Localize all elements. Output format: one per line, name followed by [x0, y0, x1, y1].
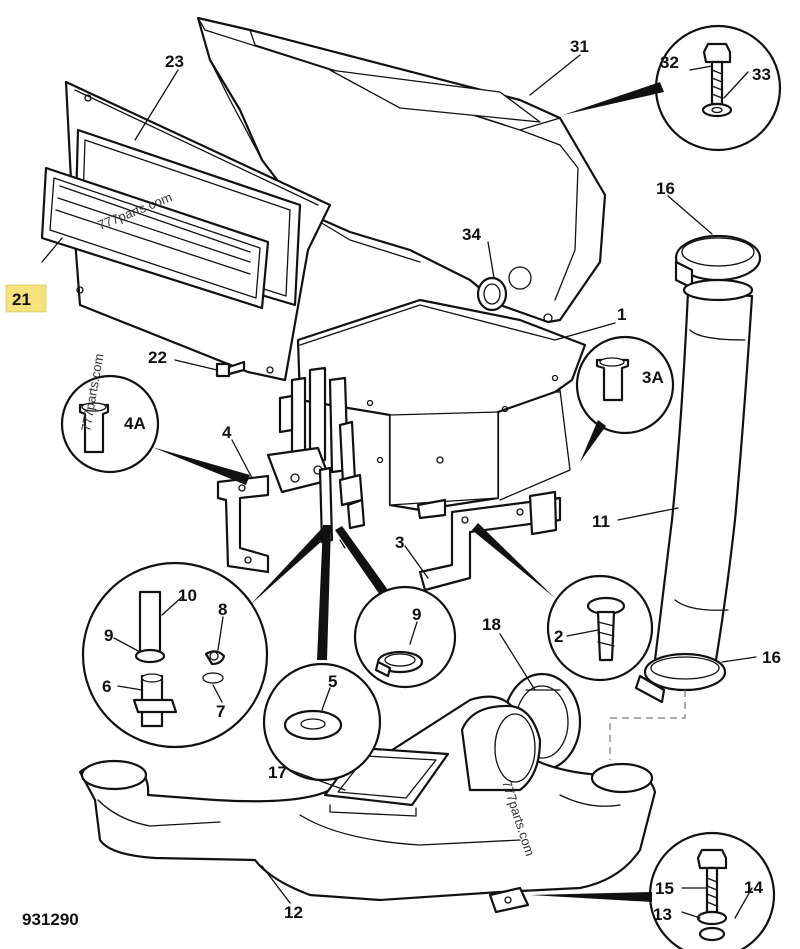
callout-16-top[interactable]: 16 — [656, 179, 675, 198]
callout-32[interactable]: 32 — [660, 53, 679, 72]
detail-arrow-9 — [335, 526, 388, 595]
grommet-part-34 — [469, 276, 508, 312]
detail-circle-bolt-13-15 — [648, 831, 776, 949]
callout-16-bottom[interactable]: 16 — [762, 648, 781, 667]
housing-cover-part-31 — [196, 16, 607, 324]
screw-part-22 — [215, 360, 246, 378]
callout-34[interactable]: 34 — [462, 225, 481, 244]
callout-15[interactable]: 15 — [655, 879, 674, 898]
callout-3a[interactable]: 3A — [642, 368, 664, 387]
hose-clamp-part-16-bottom — [634, 652, 727, 704]
callout-33[interactable]: 33 — [752, 65, 771, 84]
detail-circle-clamp-9 — [353, 585, 457, 689]
heater-valve-assembly — [266, 366, 366, 549]
detail-arrow-2 — [472, 523, 555, 598]
detail-circle-fitting-6-10 — [81, 561, 269, 749]
hose-part-11 — [653, 290, 754, 668]
callout-3[interactable]: 3 — [395, 533, 404, 552]
callout-4a[interactable]: 4A — [124, 414, 146, 433]
hose-clamp-part-16-top — [674, 234, 762, 302]
callout-23[interactable]: 23 — [165, 52, 184, 71]
callout-5[interactable]: 5 — [328, 672, 337, 691]
detail-arrow-31 — [563, 82, 664, 115]
figure-id: 931290 — [22, 910, 79, 929]
callout-4[interactable]: 4 — [222, 423, 232, 442]
callout-11[interactable]: 11 — [592, 512, 610, 531]
callout-12[interactable]: 12 — [284, 903, 303, 922]
callout-2[interactable]: 2 — [554, 627, 563, 646]
callout-22[interactable]: 22 — [148, 348, 167, 367]
detail-circle-bolt-32-33 — [654, 24, 782, 152]
callout-9-right[interactable]: 9 — [412, 605, 421, 624]
callout-14[interactable]: 14 — [744, 878, 763, 897]
detail-circle-grommet-5 — [262, 662, 382, 782]
callout-17[interactable]: 17 — [268, 763, 287, 782]
detail-arrow-13-15 — [530, 892, 652, 902]
callout-21[interactable]: 21 — [12, 290, 31, 309]
callout-labels: 31 23 32 33 16 34 21 1 22 3A 4A 4 11 3 1… — [12, 37, 781, 929]
callout-13[interactable]: 13 — [653, 905, 672, 924]
detail-arrow-3a — [580, 420, 606, 462]
detail-circle-insert-3a — [575, 335, 675, 435]
callout-18[interactable]: 18 — [482, 615, 501, 634]
detail-arrow-5 — [317, 525, 331, 660]
detail-circle-insert-4a — [60, 374, 160, 474]
hose-to-duct-guide-line — [609, 690, 686, 760]
heater-box-part-1 — [296, 298, 587, 512]
callout-10[interactable]: 10 — [178, 586, 197, 605]
callout-7[interactable]: 7 — [216, 702, 225, 721]
callout-1[interactable]: 1 — [617, 305, 626, 324]
callout-31[interactable]: 31 — [570, 37, 589, 56]
detail-arrow-4a — [152, 447, 250, 485]
callout-8[interactable]: 8 — [218, 600, 227, 619]
mounting-bracket-part-4 — [216, 474, 270, 574]
callout-6[interactable]: 6 — [102, 677, 111, 696]
callout-9-left[interactable]: 9 — [104, 626, 113, 645]
leader-lines — [41, 54, 757, 919]
highlight-marker-21 — [5, 284, 47, 313]
detail-arrow-fitting — [250, 525, 332, 605]
air-filter-part-21 — [40, 128, 302, 310]
mounting-bracket-part-3 — [416, 490, 562, 592]
detail-circle-screw-2 — [546, 574, 654, 682]
